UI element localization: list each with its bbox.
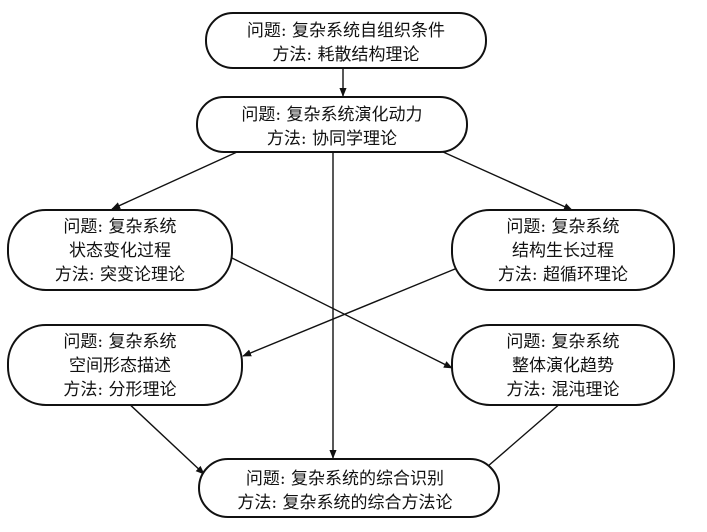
node-structure-growth-line-3: 方法: 超循环理论 bbox=[498, 265, 628, 285]
node-spatial-form-line-2: 空间形态描述 bbox=[69, 356, 171, 376]
edge-spatial-form-to-comprehensive-identification bbox=[124, 399, 205, 475]
edge-structure-growth-to-spatial-form bbox=[242, 261, 473, 357]
node-spatial-form-shape bbox=[7, 324, 243, 406]
node-evolution-dynamics-line-1: 问题: 复杂系统演化动力 bbox=[241, 105, 422, 125]
node-self-organization: 问题: 复杂系统自组织条件 方法: 耗散结构理论 bbox=[205, 12, 487, 69]
node-self-organization-line-1: 问题: 复杂系统自组织条件 bbox=[247, 21, 445, 41]
edge-evolution-dynamics-to-state-change bbox=[111, 146, 249, 210]
node-overall-trend: 问题: 复杂系统 整体演化趋势 方法: 混沌理论 bbox=[451, 324, 675, 406]
node-comprehensive-identification-shape bbox=[198, 458, 500, 518]
node-evolution-dynamics-line-2: 方法: 协同学理论 bbox=[267, 129, 397, 149]
node-self-organization-shape bbox=[205, 12, 487, 69]
node-structure-growth: 问题: 复杂系统 结构生长过程 方法: 超循环理论 bbox=[451, 209, 675, 291]
edges bbox=[111, 69, 573, 475]
node-spatial-form-line-3: 方法: 分形理论 bbox=[63, 380, 176, 400]
node-spatial-form: 问题: 复杂系统 空间形态描述 方法: 分形理论 bbox=[7, 324, 243, 406]
node-state-change: 问题: 复杂系统 状态变化过程 方法: 突变论理论 bbox=[7, 209, 233, 291]
edge-evolution-dynamics-to-structure-growth bbox=[431, 146, 573, 211]
node-comprehensive-identification-line-2: 方法: 复杂系统的综合方法论 bbox=[237, 493, 452, 513]
node-self-organization-line-2: 方法: 耗散结构理论 bbox=[272, 45, 419, 65]
node-overall-trend-shape bbox=[451, 324, 675, 406]
node-overall-trend-line-3: 方法: 混沌理论 bbox=[506, 380, 619, 400]
node-comprehensive-identification-line-1: 问题: 复杂系统的综合识别 bbox=[246, 469, 444, 489]
node-state-change-line-3: 方法: 突变论理论 bbox=[55, 265, 185, 285]
node-overall-trend-line-2: 整体演化趋势 bbox=[512, 356, 614, 376]
node-structure-growth-shape bbox=[451, 209, 675, 291]
node-structure-growth-line-1: 问题: 复杂系统 bbox=[506, 217, 619, 237]
edge-overall-trend-to-comprehensive-identification bbox=[479, 401, 563, 474]
node-spatial-form-line-1: 问题: 复杂系统 bbox=[63, 332, 176, 352]
node-overall-trend-line-1: 问题: 复杂系统 bbox=[506, 332, 619, 352]
node-evolution-dynamics: 问题: 复杂系统演化动力 方法: 协同学理论 bbox=[196, 96, 468, 153]
node-state-change-line-1: 问题: 复杂系统 bbox=[63, 217, 176, 237]
edge-state-change-to-overall-trend bbox=[231, 257, 453, 369]
node-evolution-dynamics-shape bbox=[196, 96, 468, 153]
node-state-change-shape bbox=[7, 209, 233, 291]
node-state-change-line-2: 状态变化过程 bbox=[69, 241, 171, 261]
node-structure-growth-line-2: 结构生长过程 bbox=[512, 241, 614, 261]
node-comprehensive-identification: 问题: 复杂系统的综合识别 方法: 复杂系统的综合方法论 bbox=[198, 458, 500, 518]
